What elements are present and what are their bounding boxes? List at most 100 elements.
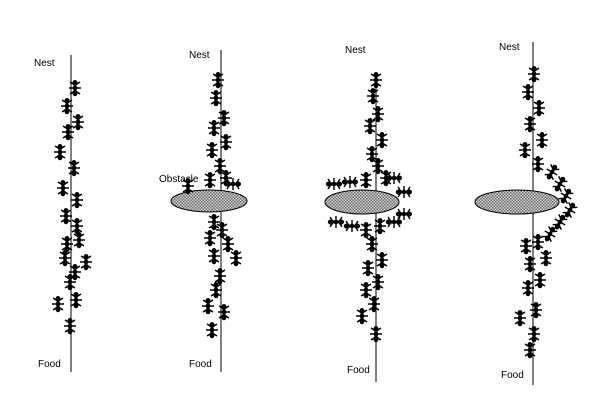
ant-icon bbox=[536, 132, 548, 149]
ant-icon bbox=[341, 176, 358, 188]
ant-icon bbox=[372, 158, 384, 175]
ant-icon bbox=[522, 84, 534, 101]
ant-icon bbox=[356, 308, 368, 325]
ant-icon bbox=[224, 178, 241, 190]
ant-icon bbox=[325, 178, 342, 190]
ant-icon bbox=[69, 264, 81, 281]
ant-icon bbox=[520, 238, 532, 255]
ant-icon bbox=[64, 274, 76, 291]
ant-icon bbox=[204, 172, 216, 189]
ant-icon bbox=[562, 201, 578, 219]
nest-label: Nest bbox=[499, 42, 520, 53]
food-label: Food bbox=[38, 359, 61, 370]
ant-icon bbox=[327, 216, 344, 228]
food-label: Food bbox=[501, 370, 524, 381]
ant-icon bbox=[370, 326, 382, 343]
ant-icon bbox=[62, 124, 74, 141]
ant-icon bbox=[528, 326, 540, 343]
ant-icon bbox=[202, 298, 214, 315]
ant-icon bbox=[218, 304, 230, 321]
ant-icon bbox=[71, 192, 83, 209]
ant-icon bbox=[64, 318, 76, 335]
nest-label: Nest bbox=[189, 50, 210, 61]
obstacle-label: Obstacle bbox=[159, 174, 199, 185]
ant-icon bbox=[524, 116, 536, 133]
obstacle-ellipse bbox=[474, 189, 560, 215]
ant-icon bbox=[212, 72, 224, 89]
ant-icon bbox=[208, 214, 220, 231]
panel-2: Nest Food Obstacle bbox=[159, 50, 248, 372]
ant-icon bbox=[528, 66, 540, 83]
ant-icon bbox=[222, 236, 234, 253]
ant-icon bbox=[532, 234, 544, 251]
ant-icon bbox=[372, 106, 384, 123]
nest-label: Nest bbox=[345, 45, 366, 56]
obstacle-ellipse bbox=[170, 189, 248, 213]
ant-icon bbox=[220, 134, 232, 151]
ant-icon bbox=[374, 218, 386, 235]
ant-icon bbox=[218, 110, 230, 127]
ant-group bbox=[52, 80, 92, 335]
ant-icon bbox=[214, 268, 226, 285]
ant-group bbox=[514, 66, 578, 359]
ant-icon bbox=[395, 186, 412, 198]
panel-4: Nest Food bbox=[474, 42, 578, 385]
ant-icon bbox=[372, 274, 384, 291]
ant-icon bbox=[360, 222, 372, 239]
ant-icon bbox=[362, 260, 374, 277]
ant-icon bbox=[519, 142, 531, 159]
ant-icon bbox=[360, 172, 372, 189]
ant-icon bbox=[552, 213, 568, 231]
obstacle-ellipse bbox=[324, 189, 400, 215]
ant-icon bbox=[61, 98, 73, 115]
food-label: Food bbox=[189, 359, 212, 370]
ant-icon bbox=[59, 250, 71, 267]
ant-icon bbox=[395, 208, 412, 220]
ant-icon bbox=[552, 175, 568, 193]
ant-group bbox=[182, 72, 242, 339]
ant-icon bbox=[204, 230, 216, 247]
ant-icon bbox=[216, 222, 228, 239]
ant-icon bbox=[214, 158, 226, 175]
ant-icon bbox=[208, 248, 220, 265]
ant-icon bbox=[385, 216, 402, 228]
ant-icon bbox=[367, 88, 379, 105]
ant-icon bbox=[182, 178, 194, 195]
ant-icon bbox=[524, 256, 536, 273]
ant-icon bbox=[68, 160, 80, 177]
ant-icon bbox=[57, 180, 69, 197]
ant-icon bbox=[54, 144, 66, 161]
nest-label: Nest bbox=[34, 58, 55, 69]
ant-icon bbox=[542, 225, 558, 243]
ant-icon bbox=[70, 292, 82, 309]
ant-icon bbox=[368, 296, 380, 313]
ant-icon bbox=[61, 236, 73, 253]
ant-icon bbox=[206, 142, 218, 159]
ant-icon bbox=[532, 156, 544, 173]
ant-icon bbox=[80, 254, 92, 271]
ant-icon bbox=[72, 114, 84, 131]
ant-icon bbox=[52, 296, 64, 313]
ant-icon bbox=[385, 172, 402, 184]
ant-icon bbox=[558, 187, 574, 205]
ant-icon bbox=[540, 250, 552, 267]
ant-icon bbox=[210, 90, 222, 107]
ant-icon bbox=[376, 252, 388, 269]
ant-icon bbox=[370, 72, 382, 89]
ant-icon bbox=[514, 310, 526, 327]
ant-icon bbox=[534, 272, 546, 289]
ant-icon bbox=[364, 118, 376, 135]
ant-icon bbox=[530, 302, 542, 319]
ant-group bbox=[325, 72, 412, 343]
ant-icon bbox=[522, 280, 534, 297]
ant-icon bbox=[71, 218, 83, 235]
ant-icon bbox=[533, 100, 545, 117]
panel-1: Nest Food bbox=[34, 55, 92, 372]
ant-icon bbox=[69, 80, 81, 97]
ant-icon bbox=[206, 322, 218, 339]
ant-icon bbox=[376, 132, 388, 149]
ant-icon bbox=[544, 163, 560, 181]
ant-icon bbox=[343, 220, 360, 232]
ant-icon bbox=[210, 282, 222, 299]
